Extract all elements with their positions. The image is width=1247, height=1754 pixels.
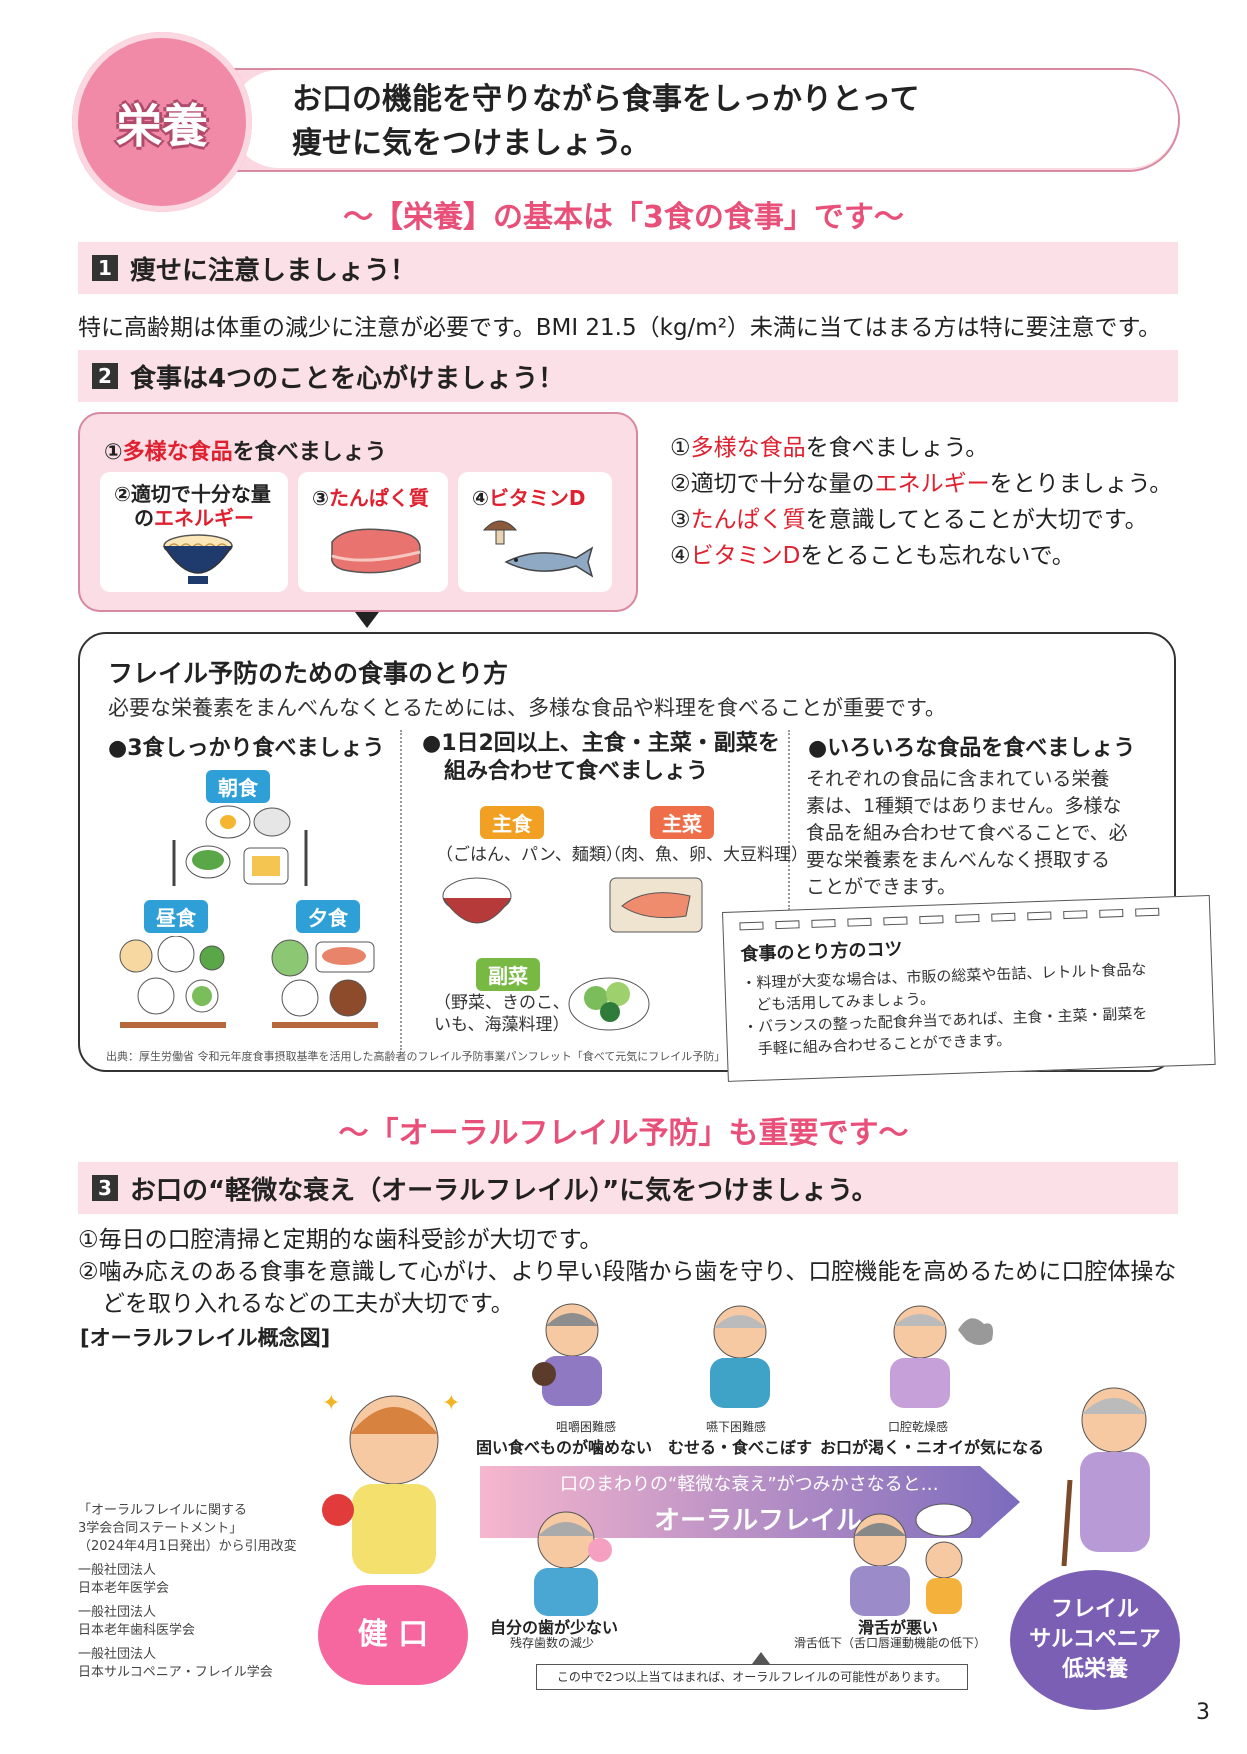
few-teeth-figure <box>534 1511 612 1616</box>
section1-title: 痩せに注意しましょう！ <box>130 255 417 286</box>
symptom1-label: 固い食べものが噛めない <box>476 1438 653 1457</box>
healthy-person-figure: ✦ ✦ <box>322 1391 460 1574</box>
food-card-protein: ③たんぱく質 <box>298 472 448 592</box>
rice-bowl-icon <box>442 877 512 924</box>
meat-icon <box>331 528 421 574</box>
frail-box-subtitle: 必要な栄養素をまんべんなくとるためには、多様な食品や料理を食べることが重要です。 <box>108 696 946 720</box>
col3-title: ●いろいろな食品を食べましょう <box>808 736 1136 761</box>
symptom4-small: 残存歯数の減少 <box>510 1636 595 1650</box>
col3-text: それぞれの食品に含まれている栄養 素は、1種類ではありません。多様な 食品を組み… <box>806 768 1128 898</box>
credits-block: 「オーラルフレイルに関する 3学会合同ステートメント」 （2024年4月1日発出… <box>78 1503 297 1680</box>
staple-food-desc: （ごはん、パン、麺類） <box>436 845 623 865</box>
section1-text: 特に高齢期は体重の減少に注意が必要です。BMI 21.5（kg/m²）未満に当て… <box>78 315 1162 341</box>
header-title-line1: お口の機能を守りながら食事をしっかりとって <box>292 82 920 117</box>
down-arrow-icon <box>355 612 379 628</box>
main-dish-tag: 主菜 <box>650 806 714 839</box>
fish-icon <box>504 546 594 578</box>
oral-frail-note: この中で2つ以上当てはまれば、オーラルフレイルの可能性があります。 <box>536 1664 968 1690</box>
column-divider-2 <box>788 730 790 910</box>
food-panel-heading: ①多様な食品を食べましょう <box>104 440 387 465</box>
svg-text:✦: ✦ <box>322 1391 340 1416</box>
section1-bar: 1 痩せに注意しましょう！ <box>78 242 1178 294</box>
section2-bar: 2 食事は4つのことを心がけましょう！ <box>78 350 1178 402</box>
point-1: ①多様な食品を食べましょう。 <box>670 435 989 461</box>
symptom1-small: 咀嚼困難感 <box>556 1420 617 1434</box>
shiitake-icon <box>482 520 518 545</box>
symptom3-small: 口腔乾燥感 <box>888 1420 949 1434</box>
breakfast-meal-icon <box>172 805 308 886</box>
source-note: 出典：厚生労働省 令和元年度食事摂取基準を活用した高齢者のフレイル予防事業パンフ… <box>106 1050 726 1063</box>
food-card-vitamin-d: ④ビタミンD <box>458 472 612 592</box>
band-text: 口のまわりの“軽微な衰え”がつみかさなると… <box>560 1474 939 1495</box>
section2-title: 食事は4つのことを心がけましょう！ <box>130 363 565 394</box>
subhead-oral-frail: ～「オーラルフレイル予防」も重要です～ <box>338 1116 909 1151</box>
section3-text: ①毎日の口腔清掃と定期的な歯科受診が大切です。 ②噛み応えのある食事を意識して心… <box>78 1227 1177 1317</box>
col1-title: ●3食しっかり食べましょう <box>108 736 385 761</box>
frail-outcome-2: サルコペニア <box>1029 1627 1161 1652</box>
page-number: 3 <box>1196 1700 1210 1725</box>
point-3: ③たんぱく質を意識してとることが大切です。 <box>670 507 1148 533</box>
dinner-meal-icon <box>271 939 378 1028</box>
header-title: お口の機能を守りながら食事をしっかりとって 痩せに気をつけましょう。 <box>292 78 920 166</box>
main-dish-desc: （肉、魚、卵、大豆料理） <box>604 845 808 865</box>
grilled-salmon-icon <box>609 877 703 933</box>
symptom5-label: 滑舌が悪い <box>858 1618 939 1637</box>
side-dish-desc: （野菜、きのこ、 いも、海藻料理） <box>434 993 570 1035</box>
food-card-energy: ②適切で十分な量 のエネルギー <box>100 472 288 592</box>
header-banner-inner <box>230 70 1178 168</box>
frail-box-title: フレイル予防のための食事のとり方 <box>108 659 509 688</box>
diagram-label: [オーラルフレイル概念図] <box>80 1326 331 1350</box>
frail-outcome-1: フレイル <box>1050 1597 1139 1622</box>
poor-articulation-figure <box>850 1503 973 1616</box>
lunch-tag: 昼食 <box>144 900 208 933</box>
nutrition-badge <box>72 32 252 212</box>
frail-prevention-box <box>78 632 1176 1072</box>
frail-outcome-badge: フレイル サルコペニア 低栄養 <box>1010 1570 1180 1710</box>
symptom5-small: 滑舌低下（舌口唇運動機能の低下） <box>794 1636 987 1650</box>
dry-mouth-figure <box>890 1305 993 1408</box>
note-pointer-icon <box>752 1652 770 1664</box>
band-title: オーラルフレイル <box>654 1506 863 1536</box>
symptom3-label: お口が渇く・ニオイが気になる <box>820 1438 1045 1457</box>
subhead-three-meals: ～【栄養】の基本は「3食の食事」です～ <box>343 200 904 235</box>
noodle-bowl-icon <box>163 534 233 584</box>
section3-number: 3 <box>92 1175 118 1201</box>
col2-title: ●1日2回以上、主食・主菜・副菜を 組み合わせて食べましょう <box>422 731 780 784</box>
tips-card: 食事のとり方のコツ ・料理が大変な場合は、市販の総菜や缶詰、レトルト食品な ども… <box>722 894 1216 1082</box>
four-points-list: ①多様な食品を食べましょう。 ②適切で十分な量のエネルギーをとりましょう。 ③た… <box>670 430 1172 574</box>
section3-title: お口の“軽微な衰え（オーラルフレイル）”に気をつけましょう。 <box>130 1175 878 1206</box>
tips-body: ・料理が大変な場合は、市販の総菜や缶詰、レトルト食品な ども活用してみましょう。… <box>741 960 1148 1058</box>
side-dish-tag: 副菜 <box>476 958 540 991</box>
chewing-difficulty-figure <box>532 1303 602 1406</box>
nutrition-badge-label: 栄養 <box>116 99 208 153</box>
dinner-tag: 夕食 <box>296 900 360 933</box>
healthy-mouth-badge: 健 口 <box>318 1585 468 1685</box>
symptom2-small: 嚥下困難感 <box>706 1420 767 1434</box>
point-4: ④ビタミンDをとることも忘れないで。 <box>670 543 1075 569</box>
breakfast-tag: 朝食 <box>206 770 270 803</box>
header-title-line2: 痩せに気をつけましょう。 <box>292 126 651 161</box>
symptom2-label: むせる・食べこぼす <box>668 1438 813 1457</box>
frail-elderly-figure <box>1061 1387 1150 1567</box>
symptom4-label: 自分の歯が少ない <box>490 1618 619 1637</box>
lunch-meal-icon <box>119 936 226 1028</box>
staple-food-tag: 主食 <box>480 806 544 839</box>
svg-text:✦: ✦ <box>442 1391 460 1416</box>
swallowing-difficulty-figure <box>710 1305 770 1408</box>
point-2: ②適切で十分な量のエネルギーをとりましょう。 <box>670 471 1173 497</box>
section1-number: 1 <box>92 255 118 281</box>
frail-outcome-3: 低栄養 <box>1061 1657 1128 1682</box>
section2-number: 2 <box>92 363 118 389</box>
column-divider-1 <box>400 730 402 1050</box>
section3-bar: 3 お口の“軽微な衰え（オーラルフレイル）”に気をつけましょう。 <box>78 1162 1178 1214</box>
salad-icon <box>568 977 650 1031</box>
